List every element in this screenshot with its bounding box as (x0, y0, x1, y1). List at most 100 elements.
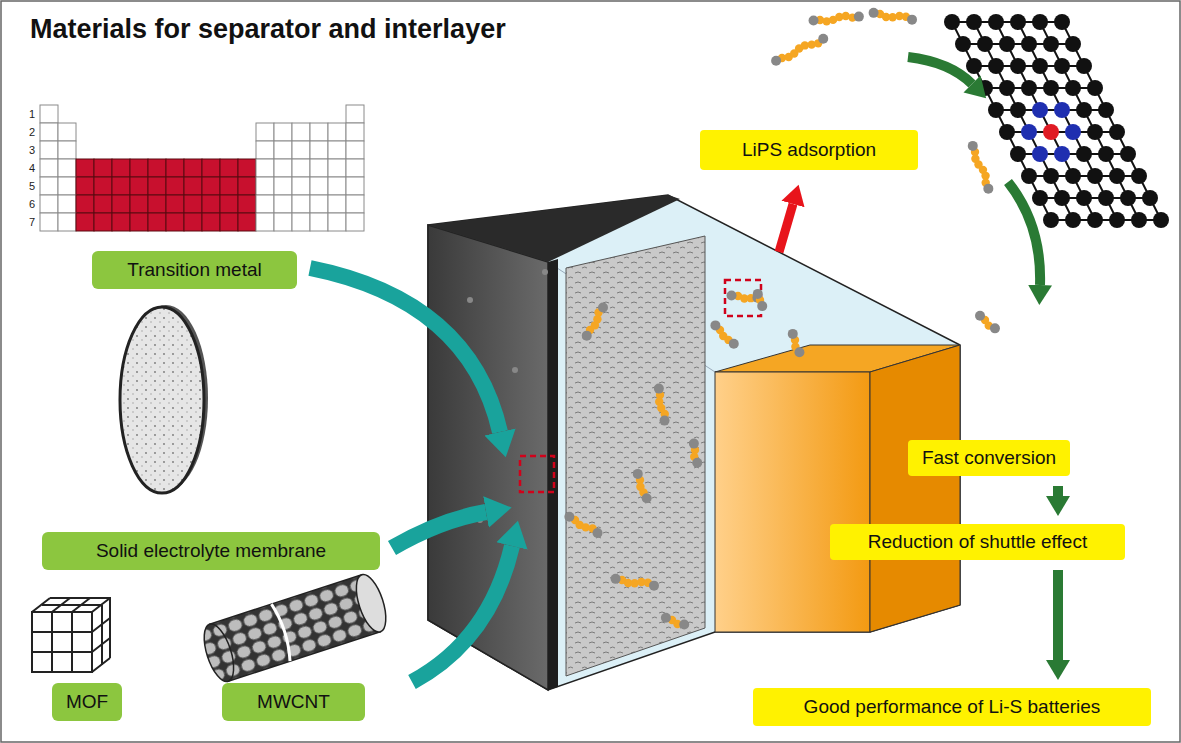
element-cell (310, 177, 328, 195)
lithium-atom (983, 184, 993, 194)
element-cell (148, 159, 166, 177)
element-cell (148, 195, 166, 213)
element-cell (292, 213, 310, 231)
element-cell (220, 177, 238, 195)
lithium-atom (727, 290, 737, 300)
element-cell (328, 123, 346, 141)
lithium-atom (818, 34, 828, 44)
element-cell (292, 123, 310, 141)
element-cell (310, 213, 328, 231)
atom (1021, 80, 1037, 96)
element-cell (328, 141, 346, 159)
lithium-atom (598, 302, 608, 312)
lithium-atom (710, 320, 720, 330)
element-cell (346, 105, 364, 123)
element-cell (274, 213, 292, 231)
atom (1131, 168, 1147, 184)
atom (988, 102, 1004, 118)
element-cell (130, 195, 148, 213)
atom (1010, 146, 1026, 162)
element-cell (58, 141, 76, 159)
material-label: Transition metal (92, 251, 297, 289)
box-text: Reduction of shuttle effect (868, 531, 1087, 553)
lithium-atom (990, 323, 1000, 333)
lithium-atom (654, 384, 664, 394)
atom (1109, 212, 1125, 228)
atom (966, 58, 982, 74)
mof-cube (32, 598, 110, 672)
atom (1021, 168, 1037, 184)
element-cell (58, 195, 76, 213)
element-cell (328, 159, 346, 177)
element-cell (130, 177, 148, 195)
lithium-atom (794, 347, 804, 357)
box-text: MOF (66, 691, 108, 713)
element-cell (184, 159, 202, 177)
element-cell (238, 177, 256, 195)
element-cell (76, 177, 94, 195)
element-cell (130, 159, 148, 177)
atom (966, 14, 982, 30)
element-cell (58, 159, 76, 177)
atom (1076, 58, 1092, 74)
atom (1054, 102, 1070, 118)
atom (1076, 146, 1092, 162)
atom (1153, 212, 1169, 228)
lithium-atom (729, 339, 739, 349)
atom (1142, 190, 1158, 206)
atom (1010, 14, 1026, 30)
element-cell (238, 159, 256, 177)
flow-arrow (1053, 486, 1063, 496)
atom (1087, 168, 1103, 184)
element-cell (112, 177, 130, 195)
lithium-atom (642, 493, 652, 503)
atom (1054, 14, 1070, 30)
element-cell (274, 141, 292, 159)
element-cell (76, 159, 94, 177)
atom (1098, 102, 1114, 118)
element-cell (40, 105, 58, 123)
atom (988, 58, 1004, 74)
atom (977, 80, 993, 96)
atom (1098, 146, 1114, 162)
atom (944, 14, 960, 30)
atom (1065, 80, 1081, 96)
atom (1065, 212, 1081, 228)
atom (1032, 146, 1048, 162)
atom (1076, 102, 1092, 118)
mwcnt-tube (198, 571, 392, 685)
element-cell (346, 123, 364, 141)
effect-box: Fast conversion (908, 440, 1070, 476)
element-cell (292, 159, 310, 177)
element-cell (220, 159, 238, 177)
lithium-atom (661, 613, 671, 623)
element-cell (310, 159, 328, 177)
atom (1043, 124, 1059, 140)
element-cell (40, 213, 58, 231)
element-cell (238, 213, 256, 231)
lithium-atom (854, 12, 864, 22)
row-number: 2 (29, 127, 35, 138)
element-cell (310, 123, 328, 141)
element-cell (58, 123, 76, 141)
atom (955, 36, 971, 52)
element-cell (94, 213, 112, 231)
atom (1032, 190, 1048, 206)
row-number: 4 (29, 163, 35, 174)
atom (1010, 58, 1026, 74)
element-cell (202, 213, 220, 231)
lithium-atom (869, 8, 879, 18)
material-label: MOF (52, 683, 122, 721)
element-cell (148, 213, 166, 231)
process-arrows (908, 57, 1040, 285)
atom (977, 36, 993, 52)
box-text: MWCNT (257, 691, 330, 713)
element-cell (40, 195, 58, 213)
element-cell (166, 195, 184, 213)
element-cell (220, 195, 238, 213)
atom (1032, 102, 1048, 118)
lithium-atom (593, 528, 603, 538)
element-cell (346, 195, 364, 213)
lithium-atom (564, 512, 574, 522)
